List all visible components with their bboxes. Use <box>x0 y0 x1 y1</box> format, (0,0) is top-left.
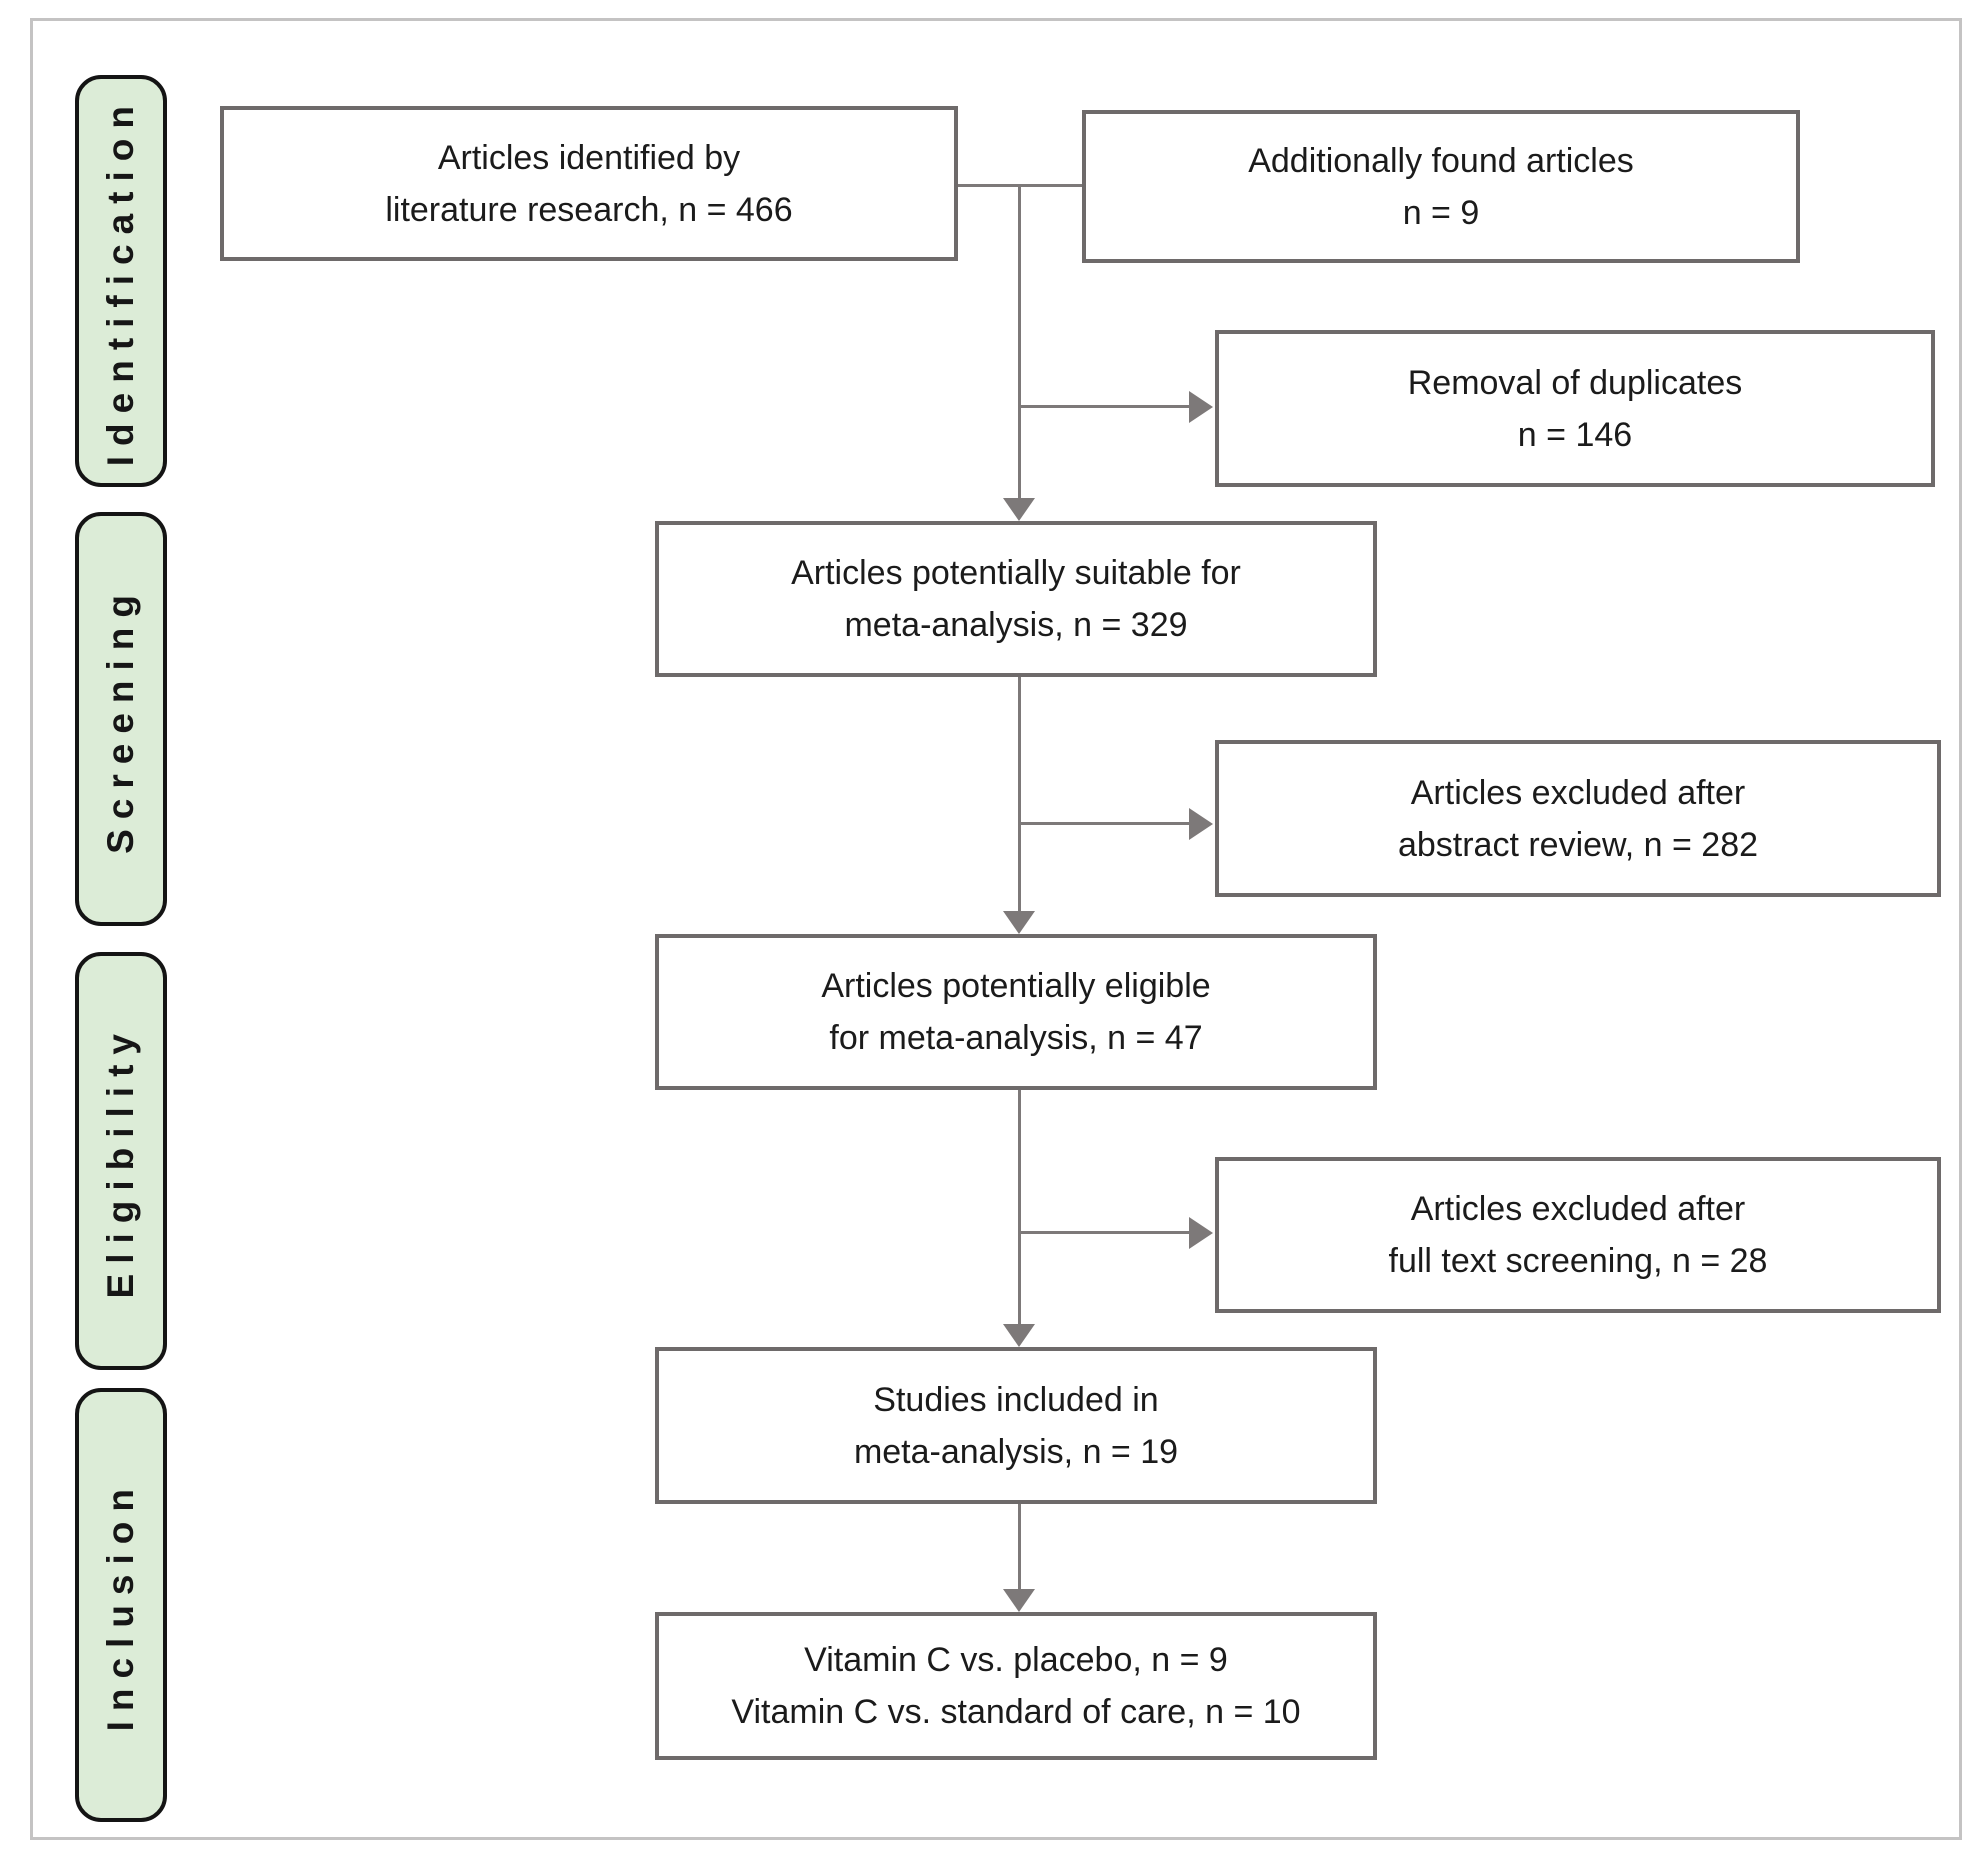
box-studies-included-line1: Studies included in <box>873 1380 1159 1419</box>
connector-to-excluded-abstract-line <box>1019 822 1189 825</box>
box-studies-included: Studies included in meta-analysis, n = 1… <box>655 1347 1377 1504</box>
box-excluded-fulltext: Articles excluded after full text screen… <box>1215 1157 1941 1313</box>
stage-identification: Identification <box>75 75 167 487</box>
box-articles-identified-line1: Articles identified by <box>437 138 741 177</box>
box-final-groups-line2: Vitamin C vs. standard of care, n = 10 <box>731 1693 1301 1731</box>
stage-eligibility: Eligibility <box>75 952 167 1370</box>
box-additionally-found-line2: n = 9 <box>1402 193 1480 232</box>
box-potentially-suitable-line2: meta-analysis, n = 329 <box>844 606 1188 644</box>
box-removal-duplicates-line2: n = 146 <box>1517 415 1633 454</box>
box-additionally-found-line1: Additionally found articles <box>1248 141 1634 180</box>
stage-inclusion: Inclusion <box>75 1388 167 1822</box>
arrow-right-icon <box>1189 808 1213 840</box>
arrow-right-icon <box>1189 391 1213 423</box>
box-excluded-abstract-line1: Articles excluded after <box>1410 773 1746 812</box>
box-removal-duplicates-line1: Removal of duplicates <box>1407 363 1743 402</box>
box-potentially-suitable-line1: Articles potentially suitable for <box>791 554 1241 592</box>
connector-screening-down-line <box>1018 677 1021 914</box>
connector-to-duplicates-line <box>1019 405 1189 408</box>
box-excluded-abstract-line2: abstract review, n = 282 <box>1397 825 1759 864</box>
stage-screening: Screening <box>75 512 167 926</box>
box-potentially-eligible-line1: Articles potentially eligible <box>821 967 1211 1005</box>
box-final-groups-line1: Vitamin C vs. placebo, n = 9 <box>804 1641 1228 1679</box>
stage-eligibility-label: Eligibility <box>100 1023 141 1299</box>
arrow-down-icon <box>1003 498 1035 521</box>
box-potentially-suitable: Articles potentially suitable for meta-a… <box>655 521 1377 677</box>
stage-identification-label: Identification <box>100 95 141 467</box>
box-final-groups: Vitamin C vs. placebo, n = 9 Vitamin C v… <box>655 1612 1377 1760</box>
connector-inclusion-down-line <box>1018 1504 1021 1591</box>
stage-inclusion-label: Inclusion <box>100 1478 141 1732</box>
arrow-down-icon <box>1003 1589 1035 1612</box>
box-studies-included-line2: meta-analysis, n = 19 <box>853 1432 1179 1471</box>
box-removal-duplicates: Removal of duplicates n = 146 <box>1215 330 1935 487</box>
connector-identification-down-line <box>1018 184 1021 499</box>
box-excluded-fulltext-line2: full text screening, n = 28 <box>1388 1242 1768 1280</box>
box-excluded-abstract: Articles excluded after abstract review,… <box>1215 740 1941 897</box>
stage-screening-label: Screening <box>100 584 141 854</box>
connector-eligibility-down-line <box>1018 1090 1021 1326</box>
box-additionally-found: Additionally found articles n = 9 <box>1082 110 1800 263</box>
arrow-down-icon <box>1003 911 1035 934</box>
box-excluded-fulltext-line1: Articles excluded after <box>1410 1190 1746 1228</box>
box-articles-identified-line2: literature research, n = 466 <box>385 190 793 229</box>
connector-to-excluded-fulltext-line <box>1019 1231 1189 1234</box>
arrow-down-icon <box>1003 1324 1035 1347</box>
box-potentially-eligible: Articles potentially eligible for meta-a… <box>655 934 1377 1090</box>
box-potentially-eligible-line2: for meta-analysis, n = 47 <box>829 1019 1203 1057</box>
arrow-right-icon <box>1189 1217 1213 1249</box>
box-articles-identified: Articles identified by literature resear… <box>220 106 958 261</box>
diagram-frame <box>30 18 1962 1840</box>
